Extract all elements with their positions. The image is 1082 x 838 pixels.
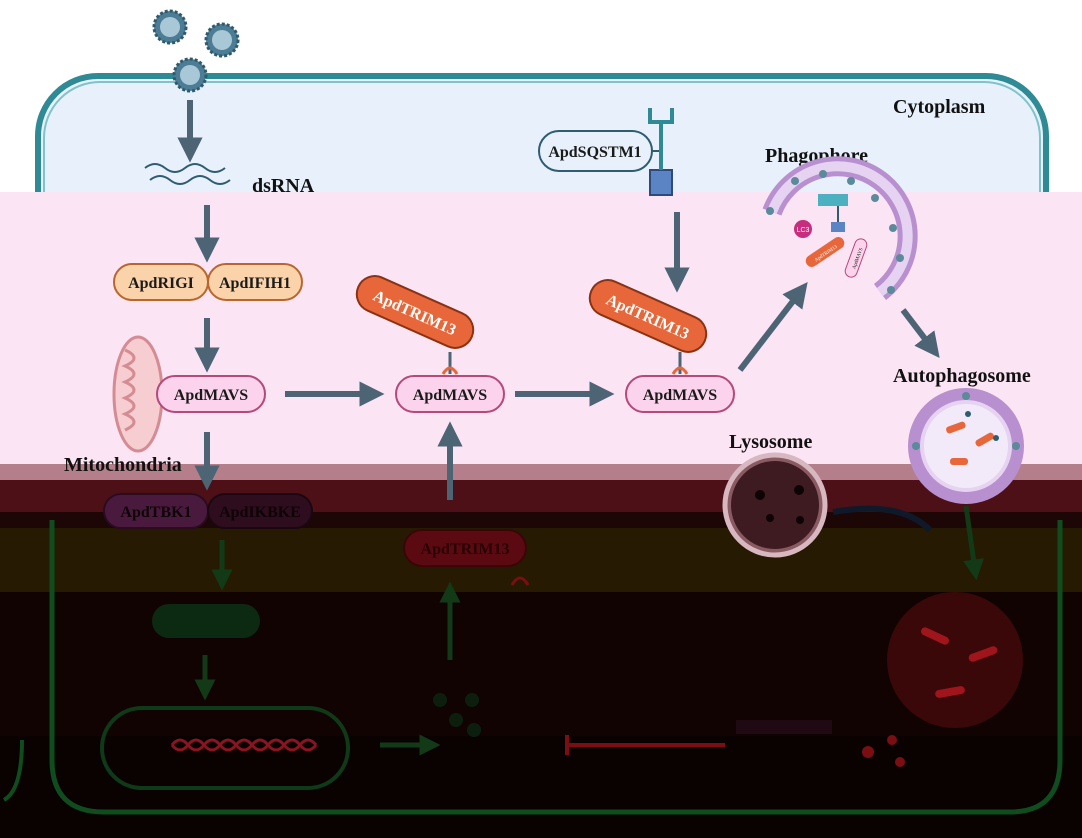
mitochondrion-icon — [112, 335, 164, 453]
svg-text:ApdTBK1: ApdTBK1 — [120, 504, 191, 521]
mavs-pill-1: ApdMAVS — [156, 375, 266, 413]
tbk1-pill: ApdTBK1 — [103, 493, 209, 529]
svg-text:ApdSQSTM1: ApdSQSTM1 — [548, 144, 641, 161]
svg-text:ApdMAVS: ApdMAVS — [413, 387, 488, 404]
mavs-pill-2: ApdMAVS — [395, 375, 505, 413]
ifih1-pill: ApdIFIH1 — [207, 263, 303, 301]
cytoplasm-label: Cytoplasm — [893, 96, 986, 118]
lc3-label: LC3 — [797, 227, 810, 234]
rigi-pill: ApdRIGI — [113, 263, 209, 301]
svg-text:ApdMAVS: ApdMAVS — [174, 387, 249, 404]
svg-text:ApdTRIM13: ApdTRIM13 — [421, 541, 510, 558]
lysosome-icon — [722, 452, 828, 558]
dsrna-label: dsRNA — [252, 175, 315, 197]
sqstm1-receptor: ApdSQSTM1 — [538, 108, 674, 196]
arrow-to-phagophore — [737, 282, 808, 372]
mavs-pill-3: ApdMAVS — [625, 375, 735, 413]
trim13-low: ApdTRIM13 — [403, 529, 530, 586]
dsrna-strand — [144, 163, 226, 173]
arrow-to-autophagosome — [900, 308, 940, 359]
svg-text:ApdRIGI: ApdRIGI — [128, 275, 194, 292]
mitochondria-label: Mitochondria — [64, 454, 182, 476]
lysosome-label: Lysosome — [729, 431, 812, 453]
dark-zone-shapes — [100, 540, 1023, 790]
svg-text:ApdIFIH1: ApdIFIH1 — [219, 275, 291, 292]
phagophore-icon: LC3 ApdTRIM13 ApdMAVS — [762, 156, 918, 300]
svg-text:ApdMAVS: ApdMAVS — [643, 387, 718, 404]
svg-text:ApdIKBKE: ApdIKBKE — [219, 504, 301, 521]
ikbke-pill: ApdIKBKE — [207, 493, 313, 529]
autophagosome-icon — [908, 388, 1024, 504]
autophagosome-label: Autophagosome — [893, 365, 1031, 387]
virus-icon — [152, 9, 240, 93]
